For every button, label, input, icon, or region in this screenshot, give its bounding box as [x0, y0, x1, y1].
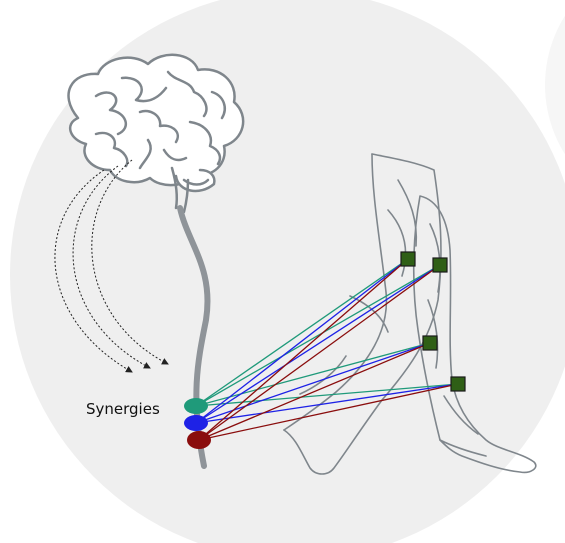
connection-teal-m1 — [195, 258, 409, 407]
emg-sensor-icon — [422, 335, 438, 351]
connection-red-m2 — [198, 264, 441, 441]
muscle-sensors — [400, 251, 466, 392]
descending-pathways — [54, 159, 169, 373]
synergy-connections — [195, 258, 459, 441]
emg-sensor-icon — [450, 376, 466, 392]
synergy-node-blue — [184, 415, 208, 431]
walking-legs-icon — [283, 153, 537, 475]
connection-red-m3 — [198, 342, 431, 441]
synergy-nodes — [184, 398, 211, 449]
connection-red-m4 — [198, 383, 459, 441]
synergy-node-red — [187, 431, 211, 449]
connection-red-m1 — [198, 258, 409, 441]
connection-teal-m2 — [195, 264, 441, 407]
connection-blue-m4 — [195, 383, 459, 424]
emg-sensor-icon — [400, 251, 416, 267]
synergy-node-teal — [184, 398, 208, 414]
connection-blue-m1 — [195, 258, 409, 424]
connection-teal-m4 — [195, 383, 459, 407]
connection-teal-m3 — [195, 342, 431, 407]
connection-blue-m2 — [195, 264, 441, 424]
emg-sensor-icon — [432, 257, 448, 273]
synergies-label: Synergies — [86, 400, 160, 418]
background-arc — [545, 15, 565, 155]
brain-icon — [67, 53, 245, 214]
